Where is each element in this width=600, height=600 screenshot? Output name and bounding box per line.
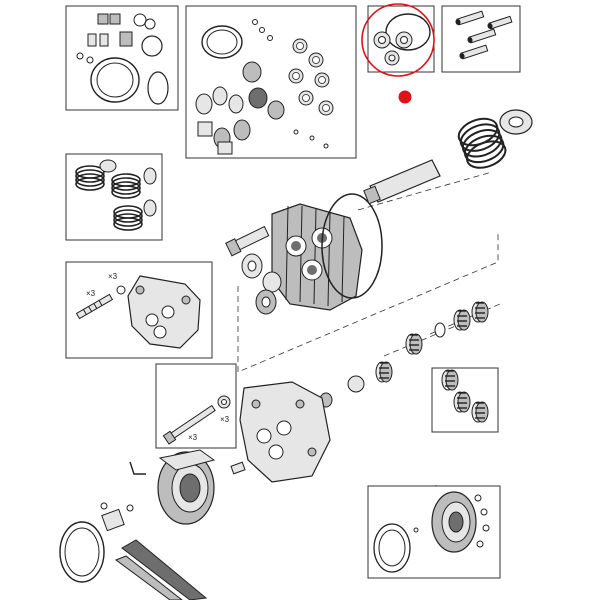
- highlight-marker-dot: [398, 90, 412, 104]
- quantity-label: ×3: [86, 289, 96, 298]
- quantity-label: ×3: [220, 415, 230, 424]
- head-bolt: [225, 225, 270, 257]
- pump-body: [239, 381, 331, 483]
- plunger-bearing-parts[interactable]: [319, 301, 489, 408]
- head-cover-box[interactable]: ×3 ×3: [65, 261, 213, 359]
- outlet-fitting: [100, 502, 134, 532]
- pump-body-assembly[interactable]: [129, 381, 443, 525]
- drive-rod: [114, 539, 208, 600]
- bearings-row: [319, 301, 489, 408]
- swashplate-parts: [373, 491, 490, 573]
- small-seal-parts: [76, 13, 169, 105]
- outlet-o-ring: [59, 521, 105, 583]
- valve-parts-box[interactable]: [65, 5, 179, 111]
- head-o-ring: [321, 193, 383, 299]
- swashplate-detail-box[interactable]: [367, 485, 501, 579]
- pistons: [455, 10, 513, 60]
- spring-retainer: [499, 109, 533, 135]
- swash-housing: [157, 449, 216, 525]
- piston-box[interactable]: [441, 5, 521, 73]
- o-rings-and-retainers: [195, 19, 334, 155]
- cylinder-head: [271, 203, 363, 311]
- quantity-label: ×3: [188, 433, 198, 442]
- head-seals: [241, 253, 282, 315]
- main-spring: [457, 117, 507, 169]
- lower-head-screws: [162, 395, 231, 445]
- springs: [75, 159, 157, 231]
- drive-shaft: [363, 159, 441, 205]
- head-cover-assembly: [75, 275, 201, 349]
- pump-head-assembly[interactable]: [225, 109, 533, 315]
- seal-kit-box[interactable]: [361, 3, 435, 104]
- bearing-detail-box[interactable]: [431, 367, 499, 433]
- lower-head-box[interactable]: ×3 ×3: [155, 363, 237, 449]
- seal-kit-parts: [373, 13, 431, 66]
- seal-retainer-box[interactable]: [185, 5, 357, 159]
- spring-box[interactable]: [65, 153, 163, 241]
- highlight-ring: [361, 3, 435, 77]
- quantity-label: ×3: [108, 272, 118, 281]
- outlet-assembly[interactable]: [59, 502, 208, 600]
